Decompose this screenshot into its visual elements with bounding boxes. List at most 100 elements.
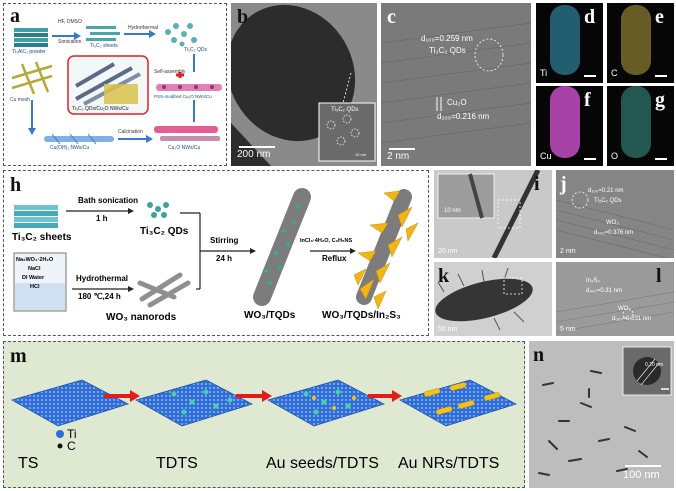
panel-b-graphics bbox=[231, 4, 376, 166]
panel-k-scale: 50 nm bbox=[438, 326, 458, 333]
eds-c-element: C bbox=[611, 68, 618, 78]
label-hydrothermal-h: Hydrothermal bbox=[76, 274, 129, 283]
label-wo3-nanorods: WO₃ nanorods bbox=[106, 312, 177, 323]
stage-tdts: TDTS bbox=[156, 455, 198, 472]
panel-i-graphics bbox=[437, 170, 541, 258]
panel-h-graphics bbox=[13, 188, 419, 312]
panel-j-graphics bbox=[556, 191, 674, 258]
eds-map-o: g O bbox=[607, 86, 674, 166]
panel-i-tem: i 10 nm 20 nm bbox=[434, 170, 552, 258]
panel-l-graphics bbox=[556, 291, 674, 333]
label-ti3c2-qds-a: Ti₃C₂ QDs bbox=[184, 47, 207, 53]
panel-i-scale: 20 nm bbox=[438, 248, 458, 255]
panel-c-d1: d₁₀₀=0.259 nm bbox=[421, 34, 473, 43]
legend-ti-label: Ti bbox=[67, 427, 77, 441]
panel-k-letter: k bbox=[438, 265, 450, 287]
eds-map-c: e C bbox=[607, 3, 674, 83]
label-reflux-reagents: InCl₃·4H₂O, C₂H₅NS bbox=[300, 238, 353, 244]
panel-l-scale: 5 nm bbox=[560, 326, 576, 333]
composite-nanowires bbox=[74, 62, 141, 106]
eds-cu-element: Cu bbox=[540, 151, 552, 161]
panel-n-graphics bbox=[538, 346, 672, 476]
panel-j-scale: 2 nm bbox=[560, 248, 576, 255]
label-ti3c2-qds-h: Ti₃C₂ QDs bbox=[140, 226, 189, 237]
eds-map-ti: d Ti bbox=[536, 3, 603, 83]
panel-n-tem: n 0.20 nm 100 nm bbox=[529, 341, 674, 488]
beaker bbox=[13, 252, 67, 312]
wo3-nanorods bbox=[137, 272, 191, 308]
panel-c-graphics bbox=[381, 22, 531, 144]
panel-c-letter: c bbox=[387, 6, 396, 28]
panel-a-graphics bbox=[11, 23, 222, 145]
sheet-ts bbox=[10, 379, 130, 427]
panel-j-letter: j bbox=[560, 173, 567, 195]
label-hf-dmso: HF, DMSO bbox=[58, 19, 82, 25]
eds-o-element: O bbox=[611, 151, 619, 161]
label-wo3-tqds: WO₃/TQDs bbox=[244, 310, 296, 321]
wo3-tqds-rod bbox=[253, 188, 311, 306]
ti3c2-qds-cluster bbox=[165, 23, 197, 47]
panel-j-hrtem: j d₁₀₀=0.21 nm Ti₃C₂ QDs WO₃ d₀₀₂=0.376 … bbox=[556, 170, 674, 258]
panel-j-d2: d₀₀₂=0.376 nm bbox=[594, 230, 634, 236]
panel-k-graphics bbox=[435, 267, 533, 331]
panel-j-d2-name: WO₃ bbox=[606, 220, 619, 226]
panel-b-inset-label: Ti₃C₂ QDs bbox=[331, 107, 359, 113]
ti3alc2-powder bbox=[14, 28, 48, 47]
label-reflux: Reflux bbox=[322, 254, 347, 263]
label-cu2o: Cu₂O NWs/Cu bbox=[168, 145, 201, 151]
panel-l-d1: d₄₀₀=0.31 nm bbox=[586, 288, 622, 294]
label-composite: Ti₃C₂ QDs/Cu₂O NWs/Cu bbox=[72, 106, 129, 112]
panel-c-scalebar bbox=[389, 148, 415, 150]
label-bath-time: 1 h bbox=[96, 214, 108, 223]
sheet-au-nrs bbox=[398, 379, 518, 427]
panel-l-d2-name: WO₃ bbox=[618, 306, 631, 312]
label-hydrothermal-a: Hydrothermal bbox=[128, 25, 159, 31]
eds-o-scalebar bbox=[655, 158, 667, 160]
eds-cu-scalebar bbox=[584, 158, 596, 160]
panel-l-hrtem: l In₂S₃ d₄₀₀=0.31 nm WO₃ d₀₀₂=0.331 nm 5… bbox=[556, 262, 674, 336]
panel-m-graphics bbox=[10, 379, 518, 449]
qds-cluster bbox=[147, 202, 169, 218]
label-ti3alc2: Ti₃AlC₂ powder bbox=[12, 49, 46, 55]
sheet-tdts bbox=[134, 379, 254, 427]
ti3c2-sheets bbox=[86, 26, 120, 41]
panel-n-scalebar bbox=[625, 465, 661, 467]
reagent-1: Na₂WO₄·2H₂O bbox=[16, 257, 54, 263]
panel-b-tem: b Ti₃C₂ QDs 10 nm 200 nm bbox=[231, 3, 377, 166]
panel-c-hrtem: c d₁₀₀=0.259 nm Ti₃C₂ QDs Cu₂O d₂₀₀=0.21… bbox=[381, 3, 531, 166]
legend-ti-dot bbox=[56, 430, 64, 438]
panel-j-d1: d₁₀₀=0.21 nm bbox=[588, 188, 624, 194]
panel-c-scale: 2 nm bbox=[387, 151, 410, 162]
pss-nanowire bbox=[156, 84, 222, 91]
panel-b-scale: 200 nm bbox=[237, 149, 271, 160]
panel-n-scale: 100 nm bbox=[623, 469, 660, 481]
reagent-3: DI Water bbox=[22, 275, 45, 281]
eds-c-scalebar bbox=[655, 75, 667, 77]
cu-mesh bbox=[11, 61, 53, 95]
label-cuoh2: Cu(OH)₂ NWs/Cu bbox=[50, 145, 90, 151]
panel-g-letter: g bbox=[655, 89, 665, 111]
panel-h-schematic: h Bath sonication 1 h Ti₃C₂ sheets Ti₃C₂… bbox=[3, 170, 429, 336]
panel-l-d2: d₀₀₂=0.331 nm bbox=[612, 316, 652, 322]
panel-k-tem: k 50 nm bbox=[434, 262, 552, 336]
stage-au-seeds: Au seeds/TDTS bbox=[266, 455, 379, 472]
panel-f-letter: f bbox=[584, 89, 591, 111]
panel-m-schematic: m Ti C TS TDTS Au seeds/TDTS Au NRs/TDTS bbox=[3, 341, 525, 488]
legend-c-label: C bbox=[67, 439, 76, 453]
legend-c-dot bbox=[57, 443, 63, 449]
label-pss: PSS-modified Cu₂O NWs/Cu bbox=[154, 94, 212, 99]
panel-c-d1-name: Ti₃C₂ QDs bbox=[429, 46, 466, 55]
panel-h-letter: h bbox=[10, 174, 22, 196]
label-stir-time: 24 h bbox=[216, 254, 233, 263]
label-hydro-cond: 180 ℃,24 h bbox=[78, 292, 121, 301]
stage-au-nrs: Au NRs/TDTS bbox=[398, 455, 500, 472]
panel-b-scalebar bbox=[239, 146, 275, 148]
label-self-assembly: Self-assembly bbox=[154, 69, 186, 75]
panel-d-letter: d bbox=[584, 6, 596, 28]
panel-c-d2: d₂₀₀=0.216 nm bbox=[437, 112, 490, 121]
cuoh2-nanowires bbox=[44, 133, 114, 145]
label-calcination: Calcination bbox=[118, 129, 143, 135]
panel-e-letter: e bbox=[655, 6, 664, 28]
ti3c2-sheets-stack bbox=[14, 205, 58, 228]
panel-i-inset-scale: 10 nm bbox=[444, 208, 461, 214]
